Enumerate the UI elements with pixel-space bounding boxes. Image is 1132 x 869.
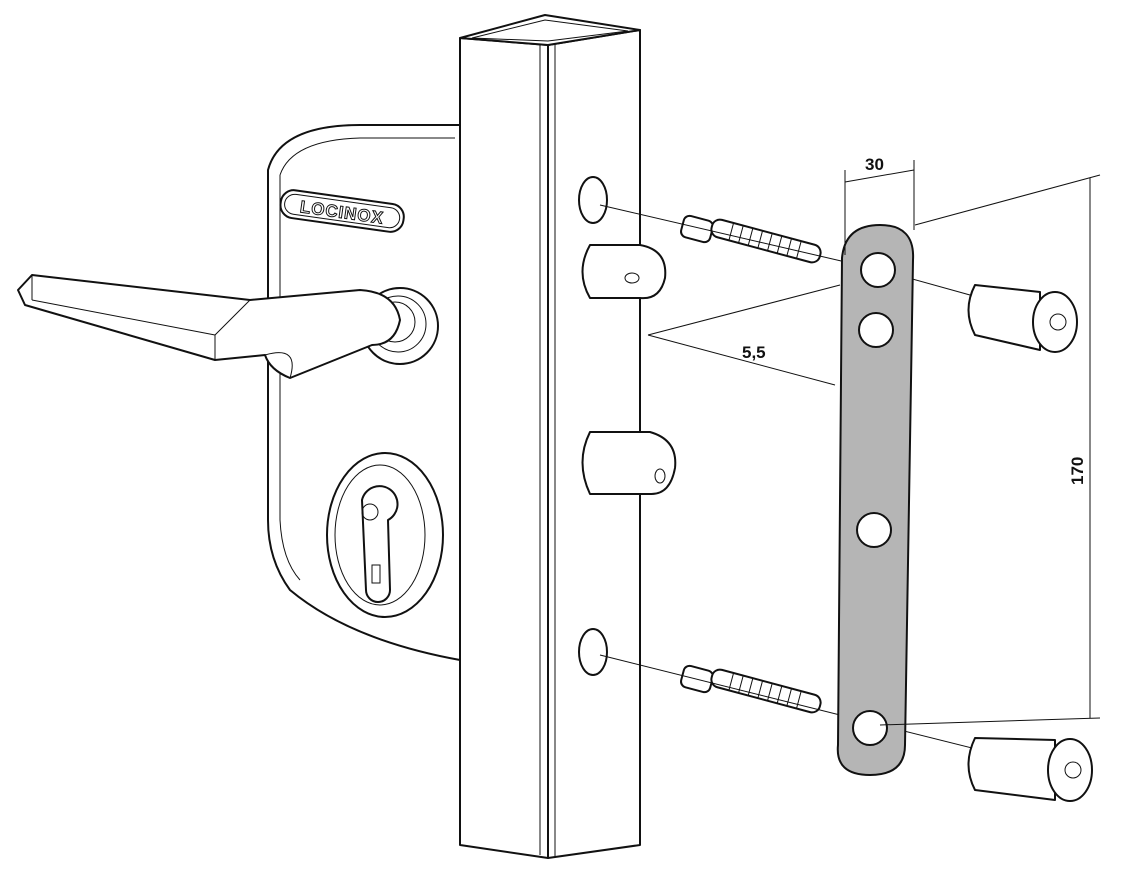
dimension-height-label: 170	[1068, 457, 1087, 485]
post-hole-top	[578, 176, 608, 224]
dimension-height: 170	[879, 174, 1101, 726]
dimension-offset: 5,5	[647, 284, 841, 386]
key-cylinder	[326, 452, 444, 618]
fixing-plate	[836, 223, 915, 777]
cap-nut-upper	[967, 284, 1078, 353]
locinox-logo: LOCINOX	[279, 189, 405, 233]
bolt-lower	[581, 431, 677, 496]
post-hole-bottom	[578, 628, 608, 676]
screw-upper	[680, 214, 822, 264]
screw-lower	[680, 664, 822, 714]
dimension-width-label: 30	[865, 155, 884, 174]
cap-nut-lower	[967, 737, 1093, 802]
bolt-upper	[581, 244, 667, 300]
lever-handle	[17, 274, 401, 379]
dimension-offset-label: 5,5	[742, 343, 766, 362]
dimension-width: 30	[844, 155, 915, 255]
